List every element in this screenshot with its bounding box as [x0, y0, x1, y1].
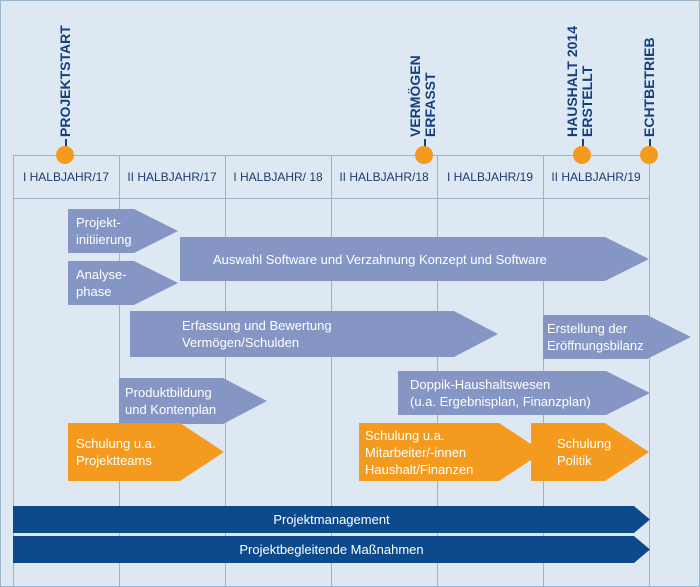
task-label: Schulung u.a. Projektteams: [76, 436, 156, 468]
gridline: [119, 155, 120, 586]
period-label: I HALBJAHR/ 18: [233, 170, 323, 184]
milestone-label-echtbetrieb: ECHTBETRIEB: [641, 37, 657, 137]
task-schulung-politik: Schulung Politik: [531, 423, 649, 481]
task-auswahl-software: Auswahl Software und Verzahnung Konzept …: [180, 237, 649, 281]
milestone-marker-vermoegen: [415, 146, 433, 164]
period-label: II HALBJAHR/18: [339, 170, 429, 184]
milestone-marker-projektstart: [56, 146, 74, 164]
task-label: Erfassung und Bewertung Vermögen/Schulde…: [182, 318, 332, 350]
period-header: [13, 155, 649, 199]
period-label: II HALBJAHR/19: [551, 170, 641, 184]
task-eroeffnungsbilanz: Erstellung der Eröffnungsbilanz: [543, 315, 691, 359]
task-schulung-mitarbeiter: Schulung u.a. Mitarbeiter/-innen Haushal…: [359, 423, 543, 481]
milestone-marker-haushalt: [573, 146, 591, 164]
bar-label: Projektmanagement: [273, 512, 390, 527]
gridline: [649, 155, 650, 586]
task-label: Schulung u.a. Mitarbeiter/-innen Haushal…: [365, 427, 474, 477]
gridline: [225, 155, 226, 586]
milestone-stem: [582, 139, 584, 147]
task-erfassung: Erfassung und Bewertung Vermögen/Schulde…: [130, 311, 498, 357]
task-label: Analyse- phase: [76, 267, 127, 299]
milestone-stem: [649, 139, 651, 147]
milestone-label-vermoegen: VERMÖGEN ERFASST: [407, 55, 438, 137]
task-analysephase: Analyse- phase: [68, 261, 178, 305]
gridline: [13, 155, 14, 586]
task-label: Doppik-Haushaltswesen (u.a. Ergebnisplan…: [410, 377, 591, 409]
task-label: Schulung Politik: [557, 436, 612, 468]
period-label: II HALBJAHR/17: [127, 170, 217, 184]
task-projektinitiierung: Projekt- initiierung: [68, 209, 178, 253]
task-produktbildung: Produktbildung und Kontenplan: [119, 378, 267, 424]
milestone-label-haushalt: HAUSHALT 2014 ERSTELLT: [564, 26, 595, 137]
bar-projektmanagement: Projektmanagement: [13, 506, 650, 533]
task-label: Auswahl Software und Verzahnung Konzept …: [213, 251, 547, 267]
gridline: [331, 155, 332, 586]
milestone-stem: [65, 139, 67, 147]
bar-projektbegleitende-massnahmen: Projektbegleitende Maßnahmen: [13, 536, 650, 563]
task-label: Erstellung der Eröffnungsbilanz: [547, 321, 644, 353]
gridline: [437, 155, 438, 586]
task-schulung-projektteams: Schulung u.a. Projektteams: [68, 423, 224, 481]
milestone-stem: [424, 139, 426, 147]
bar-label: Projektbegleitende Maßnahmen: [239, 542, 424, 557]
milestone-label-projektstart: PROJEKTSTART: [57, 25, 73, 137]
milestone-marker-echtbetrieb: [640, 146, 658, 164]
task-doppik: Doppik-Haushaltswesen (u.a. Ergebnisplan…: [398, 371, 650, 415]
period-label: I HALBJAHR/19: [446, 170, 534, 184]
task-label: Projekt- initiierung: [76, 215, 132, 247]
period-label: I HALBJAHR/17: [22, 170, 110, 184]
gridline: [543, 155, 544, 586]
task-label: Produktbildung und Kontenplan: [125, 385, 217, 417]
